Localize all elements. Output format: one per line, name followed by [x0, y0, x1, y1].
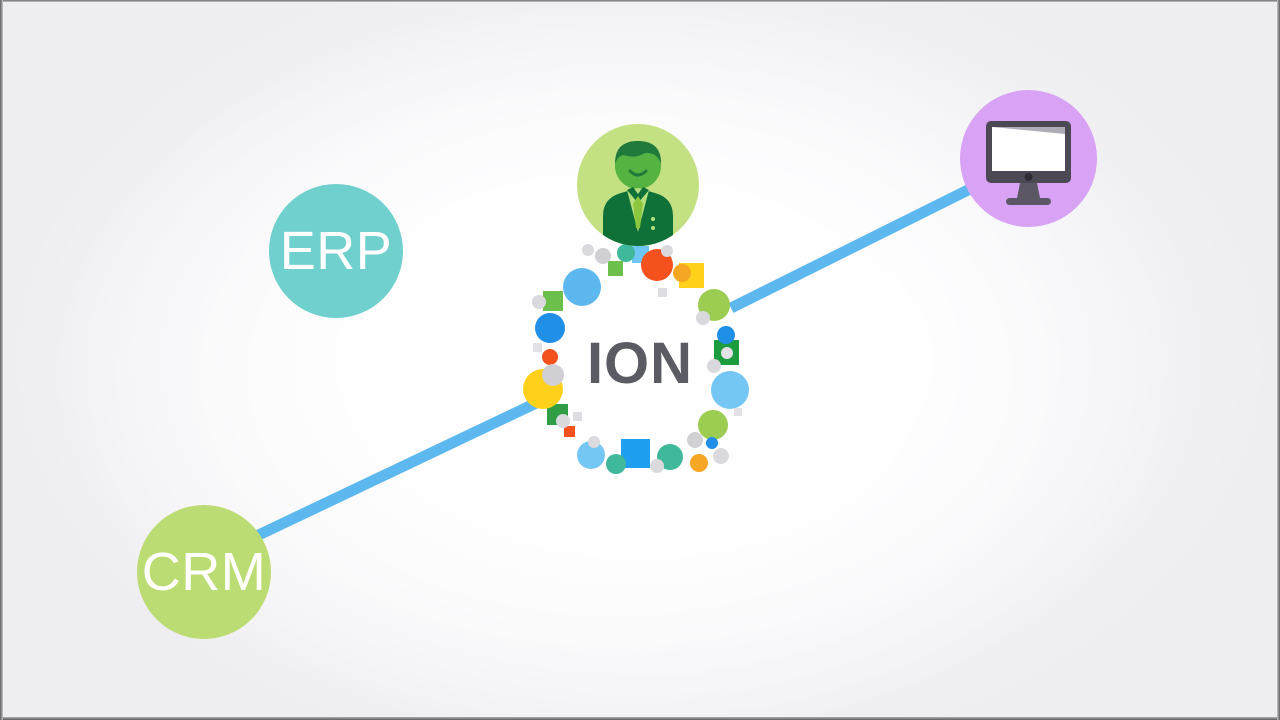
ring-square	[543, 291, 563, 311]
node-crm-label: CRM	[141, 542, 267, 602]
connector-crm-to-ion	[243, 391, 554, 546]
ring-square-grey	[533, 343, 542, 352]
ring-dot-grey	[542, 364, 564, 386]
ring-dot	[617, 244, 635, 262]
ring-square-grey	[573, 412, 582, 421]
frame-edge-left	[0, 0, 3, 720]
person-icon	[603, 141, 673, 246]
node-crm[interactable]: CRM	[137, 505, 271, 639]
ring-dot	[706, 437, 718, 449]
ring-dot	[577, 441, 605, 469]
ring-square	[608, 261, 623, 276]
ring-square-grey	[734, 408, 742, 416]
ring-dot	[641, 249, 673, 281]
ring-square-grey	[658, 288, 667, 297]
ring-dot	[698, 410, 728, 440]
frame-edge-top	[0, 0, 1280, 2]
node-erp[interactable]: ERP	[269, 184, 403, 318]
ring-dot	[717, 326, 735, 344]
frame-edge-right	[1277, 0, 1280, 720]
node-erp-label: ERP	[279, 221, 393, 281]
ring-dot-grey	[588, 436, 600, 448]
node-user[interactable]	[577, 124, 699, 246]
ring-dot	[535, 313, 565, 343]
node-monitor[interactable]	[960, 90, 1097, 227]
ring-dot-grey	[721, 347, 733, 359]
ring-square	[564, 426, 575, 437]
ring-dot	[673, 264, 691, 282]
ring-dot	[563, 268, 601, 306]
ring-dot-grey	[707, 359, 721, 373]
ring-dot-grey	[687, 432, 703, 448]
connector-monitor-to-ion	[728, 180, 981, 313]
ring-dot-grey	[661, 245, 673, 257]
ring-dot	[711, 371, 749, 409]
ion-ring	[516, 240, 764, 488]
ring-dot-grey	[532, 295, 546, 309]
ring-dot-grey	[713, 448, 729, 464]
ring-dot-grey	[582, 244, 594, 256]
ring-dot	[606, 454, 626, 474]
ring-dot	[542, 349, 558, 365]
frame-edge-bottom	[0, 717, 1280, 720]
ring-dot-grey	[696, 311, 710, 325]
ring-dot	[690, 454, 708, 472]
ring-dot-grey	[595, 248, 611, 264]
ring-dot-grey	[650, 459, 664, 473]
desktop-monitor-icon	[986, 121, 1071, 205]
ring-dot-grey	[556, 414, 570, 428]
